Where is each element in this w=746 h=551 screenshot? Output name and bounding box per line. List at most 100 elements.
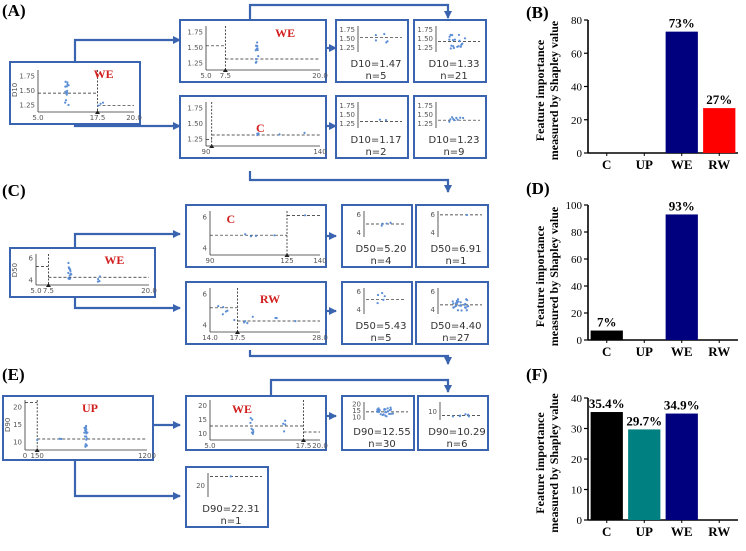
- x-tick-label: C: [602, 344, 611, 359]
- data-point: [455, 116, 458, 119]
- data-point: [250, 427, 253, 430]
- data-point: [456, 298, 460, 301]
- data-point: [449, 118, 452, 121]
- bar-we: [665, 413, 698, 520]
- tree-c-root-frame: [9, 247, 156, 298]
- tree-e-root-xtick: 1200: [138, 452, 156, 460]
- tree-a-leaf-4-stat: D10=1.23: [428, 135, 479, 146]
- tree-c-top-ytick: 6: [203, 214, 208, 222]
- x-tick-label: WE: [671, 157, 693, 172]
- tree-e-leaf-1-count: n=30: [368, 439, 395, 450]
- tree-c-top-feature-label: C: [226, 212, 235, 226]
- tree-c-leaf-3-count: n=5: [370, 333, 391, 344]
- bar-rw: [703, 108, 736, 153]
- tree-a-root-feature-label: WE: [94, 67, 114, 81]
- data-point: [459, 116, 462, 119]
- data-point: [384, 118, 388, 122]
- bar-value-label: 93%: [669, 198, 695, 213]
- tree-c-bottom-xtick: 28.0: [312, 334, 328, 342]
- data-point: [454, 304, 458, 308]
- arrow-c-root-top: [73, 230, 181, 248]
- tree-a-leaf-4-frame: [413, 95, 487, 159]
- tree-e-top-ytick: 10: [198, 430, 207, 438]
- data-point: [455, 301, 459, 305]
- data-point: [455, 299, 458, 302]
- tree-a-top-ytick: 1.25: [187, 59, 203, 67]
- tree-e-root-xtick: 150: [31, 452, 44, 460]
- tree-a-bottom-xtick: 90: [202, 148, 211, 156]
- tree-e-root-ytick: 15: [13, 421, 22, 429]
- data-point: [251, 418, 254, 421]
- data-point: [380, 224, 383, 227]
- data-point: [374, 33, 377, 37]
- tree-e-top-xtick: 5.0: [204, 442, 215, 450]
- data-point: [85, 428, 88, 431]
- data-point: [229, 475, 232, 478]
- data-point: [452, 45, 455, 48]
- data-point: [304, 214, 307, 217]
- tree-a-bottom-ytick: 1.25: [187, 135, 203, 143]
- tree-c-leaf-3-frame: [341, 281, 413, 345]
- tree-a-bottom-feature-label: C: [256, 121, 265, 135]
- tree-a-leaf-3-ytick: 1.25: [339, 120, 355, 128]
- data-point: [282, 422, 285, 425]
- data-point: [384, 410, 387, 414]
- y-tick-label: 40: [571, 82, 583, 94]
- data-point: [85, 438, 88, 441]
- data-point: [222, 305, 225, 309]
- tree-a-bottom-xtick: 140: [313, 148, 326, 156]
- data-point: [452, 46, 455, 50]
- data-point: [457, 45, 460, 48]
- y-tick-label: 80: [571, 227, 583, 239]
- tree-e-leaf-1-frame: [341, 395, 415, 451]
- data-point: [68, 274, 71, 277]
- y-tick-label: 20: [571, 115, 583, 127]
- tree-e-leaf-2-stat: D90=10.29: [428, 427, 485, 438]
- data-point: [391, 412, 394, 415]
- data-point: [449, 47, 452, 50]
- x-tick-label: UP: [636, 157, 653, 172]
- data-point: [254, 49, 257, 52]
- data-point: [67, 103, 70, 107]
- tree-a-top-ytick: 1.50: [187, 44, 203, 52]
- data-point: [83, 435, 87, 438]
- data-point: [66, 89, 69, 92]
- bar-value-label: 29.7%: [626, 413, 662, 428]
- tree-c-bottom-ytick: 4: [203, 321, 208, 329]
- tree-e-root-xtick: 0: [23, 452, 27, 460]
- panel-label-e: (E): [2, 365, 25, 384]
- tree-a-leaf-4-count: n=9: [443, 147, 464, 158]
- tree-a-leaf-1-frame: [335, 19, 409, 83]
- tree-a-root-xtick: 20.0: [126, 114, 142, 122]
- data-point: [243, 321, 246, 324]
- tree-a-leaf-2-frame: [413, 19, 487, 83]
- data-point: [451, 39, 455, 42]
- tree-a-root-xtick: 17.5: [90, 114, 106, 122]
- tree-c-bottom-xtick: 17.5: [230, 334, 246, 342]
- tree-e-leaf-3-stat: D90=22.31: [202, 504, 259, 515]
- tree-e-root-frame: [2, 395, 154, 461]
- y-tick-label: 20: [571, 308, 583, 320]
- data-point: [84, 430, 88, 433]
- y-tick-label: 40: [571, 393, 583, 405]
- data-point: [65, 85, 68, 88]
- tree-c-leaf-4-stat: D50=4.40: [430, 321, 481, 332]
- data-point: [244, 233, 247, 236]
- data-point: [67, 84, 70, 87]
- data-point: [217, 304, 220, 308]
- data-point: [84, 443, 87, 446]
- tree-a-root-xtick: 5.0: [32, 114, 43, 122]
- data-point: [448, 38, 451, 41]
- tree-a-leaf-2-count: n=21: [440, 71, 467, 82]
- tree-c-leaf-1-stat: D50=5.20: [355, 244, 406, 255]
- data-point: [458, 415, 461, 418]
- data-point: [386, 40, 389, 43]
